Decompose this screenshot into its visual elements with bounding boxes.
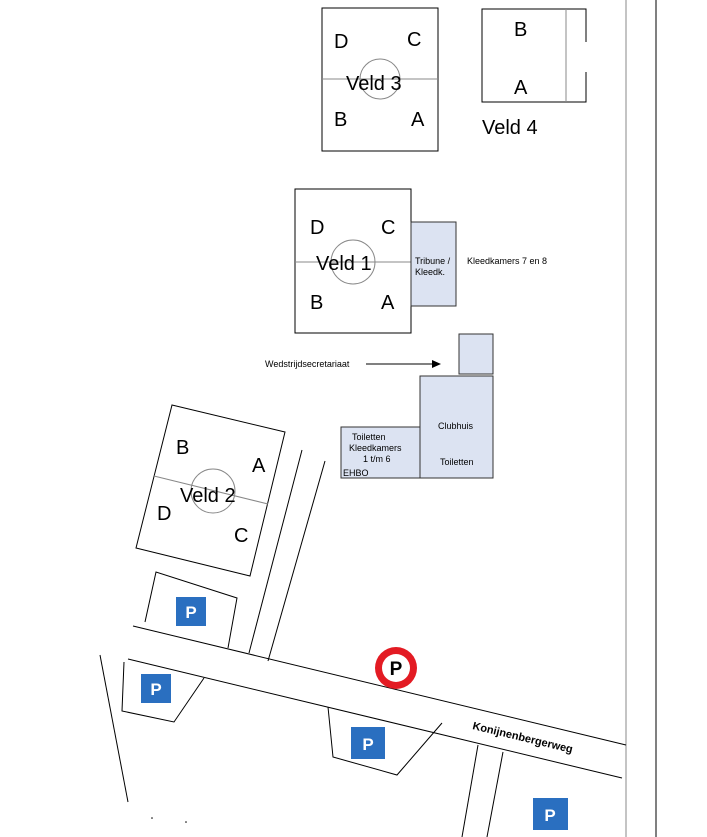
field-veld-3-corner-b: B <box>334 109 347 131</box>
field-veld-3-label: Veld 3 <box>346 73 402 95</box>
stray-mark-1 <box>151 817 153 819</box>
building-tribune-label-1: Tribune / <box>415 256 451 266</box>
side-path-left <box>99 654 129 803</box>
field-veld-1-label: Veld 1 <box>316 253 372 275</box>
field-veld-1-center-circle <box>330 239 376 285</box>
field-veld-1-outline <box>294 188 412 334</box>
main-parking-sign-inner <box>382 654 410 682</box>
main-parking-icon: P <box>390 659 403 680</box>
building-clubhuis-toiletten: Toiletten <box>440 457 474 467</box>
field-veld-2-corner-a: A <box>252 455 266 477</box>
parking-badge-4[interactable]: P <box>533 798 568 830</box>
parking-badge-4-bg <box>533 798 568 830</box>
building-kleedkamers-label-1: Toiletten <box>352 432 386 442</box>
wedstrijdsecretariaat-label: Wedstrijdsecretariaat <box>265 359 350 369</box>
parking-badge-1[interactable]: P <box>176 597 206 626</box>
side-road-left-edge <box>461 744 479 837</box>
field-veld-2-center-circle <box>190 468 236 514</box>
building-kleedkamers-1-6[interactable]: Toiletten Kleedkamers 1 t/m 6 EHBO <box>340 426 421 479</box>
field-veld-2-corner-d: D <box>157 503 171 525</box>
field-veld-4-corner-a: A <box>514 77 528 99</box>
parking-lot-2-outline <box>121 661 205 723</box>
field-veld-1-corner-d: D <box>310 217 324 239</box>
parking-badge-2-bg <box>141 674 171 703</box>
parking-icon: P <box>150 680 161 699</box>
building-wedstrijdsecretariaat[interactable] <box>458 333 494 375</box>
building-clubhuis-label: Clubhuis <box>438 421 474 431</box>
field-veld-3-center-circle <box>359 58 401 100</box>
field-veld-1-corner-a: A <box>381 292 395 314</box>
access-road-left-edge <box>248 449 303 654</box>
building-tribune[interactable]: Tribune / Kleedk. <box>410 221 457 307</box>
field-veld-2-corner-c: C <box>234 525 248 547</box>
field-veld-2-outline <box>135 404 286 577</box>
road-konijnenbergerweg-north-edge <box>132 625 627 746</box>
field-veld-1[interactable]: D C B A Veld 1 <box>294 188 412 334</box>
building-ehbo-label: EHBO <box>343 468 369 478</box>
field-veld-4-corner-b: B <box>514 19 527 41</box>
field-veld-3[interactable]: D C B A Veld 3 <box>321 7 439 152</box>
field-veld-2-label: Veld 2 <box>180 485 236 507</box>
road-konijnenbergerweg-south-edge <box>127 658 623 779</box>
building-kleedkamers-1-6-shape <box>340 426 421 479</box>
parking-badge-3[interactable]: P <box>351 727 385 759</box>
building-tribune-label-2: Kleedk. <box>415 267 445 277</box>
parking-lot-3-outline <box>327 706 443 776</box>
field-veld-4-outline <box>481 8 587 103</box>
side-road-right-edge <box>486 751 504 837</box>
parking-icon: P <box>185 603 196 622</box>
building-clubhuis-shape <box>419 375 494 479</box>
field-veld-3-corner-a: A <box>411 109 425 131</box>
parking-badge-3-bg <box>351 727 385 759</box>
wedstrijdsecretariaat-arrow-head <box>432 360 441 368</box>
stray-mark-2 <box>185 821 187 823</box>
building-clubhuis[interactable]: Clubhuis Toiletten <box>419 375 494 479</box>
field-veld-3-corner-d: D <box>334 31 348 53</box>
field-veld-2[interactable]: B A D C Veld 2 <box>135 404 286 577</box>
building-kleedkamers-label-3: 1 t/m 6 <box>363 454 391 464</box>
parking-icon: P <box>544 806 555 825</box>
field-veld-2-corner-b: B <box>176 437 189 459</box>
building-kleedkamers-label-2: Kleedkamers <box>349 443 402 453</box>
field-veld-2-halfway-line <box>153 475 269 505</box>
field-veld-3-corner-c: C <box>407 29 421 51</box>
field-veld-4-label: Veld 4 <box>482 117 538 139</box>
parking-badge-1-bg <box>176 597 206 626</box>
field-veld-1-corner-c: C <box>381 217 395 239</box>
field-veld-1-corner-b: B <box>310 292 323 314</box>
building-tribune-shape <box>410 221 457 307</box>
field-veld-4[interactable]: B A Veld 4 <box>481 8 588 139</box>
road-konijnenbergerweg-label: Konijnenbergerweg <box>471 720 574 756</box>
main-parking-sign[interactable]: P <box>375 647 417 689</box>
access-road-right-edge <box>267 460 326 662</box>
parking-icon: P <box>362 735 373 754</box>
parking-badge-2[interactable]: P <box>141 674 171 703</box>
kleedkamers-7-8-label: Kleedkamers 7 en 8 <box>467 256 547 266</box>
parking-lot-1-outline <box>144 571 238 649</box>
